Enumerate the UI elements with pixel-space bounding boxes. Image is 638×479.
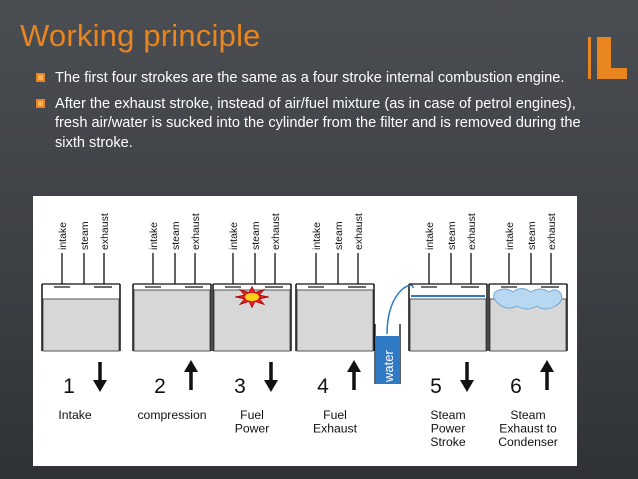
valve-label-steam: steam bbox=[446, 221, 458, 250]
stroke-3-group bbox=[212, 253, 292, 392]
piston bbox=[133, 289, 211, 352]
title-accent-bar bbox=[588, 37, 591, 79]
valve-label-exhaust: exhaust bbox=[546, 213, 558, 250]
stroke-number: 1 bbox=[63, 375, 75, 398]
stroke-number: 6 bbox=[510, 375, 522, 398]
stroke-caption: compression bbox=[137, 408, 206, 422]
stroke-2-group bbox=[132, 253, 212, 390]
up-arrow-icon bbox=[184, 360, 198, 372]
down-arrow-icon bbox=[264, 380, 278, 392]
stroke-number: 5 bbox=[430, 375, 442, 398]
piston bbox=[409, 298, 487, 352]
water-feed-pipe bbox=[386, 284, 414, 335]
stroke-4-group bbox=[295, 253, 375, 390]
bullet-item: The first four strokes are the same as a… bbox=[36, 69, 596, 89]
valve-label-exhaust: exhaust bbox=[190, 213, 202, 250]
valve-label-steam: steam bbox=[526, 221, 538, 250]
water-tank-fill bbox=[376, 336, 400, 384]
stroke-caption: Power bbox=[235, 422, 270, 436]
water-label: water bbox=[381, 350, 396, 383]
stroke-caption: Steam bbox=[430, 408, 465, 422]
valve-label-intake: intake bbox=[148, 222, 160, 250]
valve-label-intake: intake bbox=[57, 222, 69, 250]
stroke-caption: Fuel bbox=[240, 408, 264, 422]
stroke-caption: Stroke bbox=[430, 435, 465, 449]
stroke-caption: Exhaust to bbox=[499, 422, 557, 436]
stroke-caption: Exhaust bbox=[313, 422, 358, 436]
slide-title: Working principle bbox=[20, 18, 261, 53]
stroke-5-group bbox=[408, 253, 488, 392]
bullet-item: After the exhaust stroke, instead of air… bbox=[36, 95, 596, 154]
valve-label-exhaust: exhaust bbox=[353, 213, 365, 250]
bullet-text: After the exhaust stroke, instead of air… bbox=[55, 95, 581, 151]
valve-label-exhaust: exhaust bbox=[466, 213, 478, 250]
valve-label-intake: intake bbox=[504, 222, 516, 250]
valve-label-exhaust: exhaust bbox=[99, 213, 111, 250]
stroke-caption: Intake bbox=[58, 408, 91, 422]
valve-label-intake: intake bbox=[311, 222, 323, 250]
up-arrow-icon bbox=[540, 360, 554, 372]
stroke-number: 4 bbox=[317, 375, 329, 398]
steam-cloud-icon bbox=[493, 288, 563, 310]
valve-label-exhaust: exhaust bbox=[270, 213, 282, 250]
title-accent-bar bbox=[597, 68, 627, 79]
bullet-list: The first four strokes are the same as a… bbox=[36, 69, 596, 159]
piston bbox=[42, 298, 120, 352]
stroke-caption: Power bbox=[431, 422, 466, 436]
down-arrow-icon bbox=[93, 380, 107, 392]
up-arrow-icon bbox=[347, 360, 361, 372]
stroke-1-group bbox=[41, 253, 121, 392]
stroke-number: 2 bbox=[154, 375, 166, 398]
bullet-square-icon bbox=[36, 98, 45, 108]
stroke-number: 3 bbox=[234, 375, 246, 398]
piston bbox=[296, 289, 374, 352]
valve-label-intake: intake bbox=[424, 222, 436, 250]
bullet-square-icon bbox=[36, 73, 45, 82]
valve-label-steam: steam bbox=[333, 221, 345, 250]
valve-label-intake: intake bbox=[228, 222, 240, 250]
valve-label-steam: steam bbox=[170, 221, 182, 250]
valve-label-steam: steam bbox=[250, 221, 262, 250]
stroke-caption: Fuel bbox=[323, 408, 347, 422]
explosion-core bbox=[245, 293, 259, 301]
bullet-text: The first four strokes are the same as a… bbox=[55, 70, 565, 86]
down-arrow-icon bbox=[460, 380, 474, 392]
stroke-caption: Condenser bbox=[498, 435, 558, 449]
stroke-6-group bbox=[488, 253, 568, 390]
valve-label-steam: steam bbox=[79, 221, 91, 250]
stroke-caption: Steam bbox=[510, 408, 545, 422]
